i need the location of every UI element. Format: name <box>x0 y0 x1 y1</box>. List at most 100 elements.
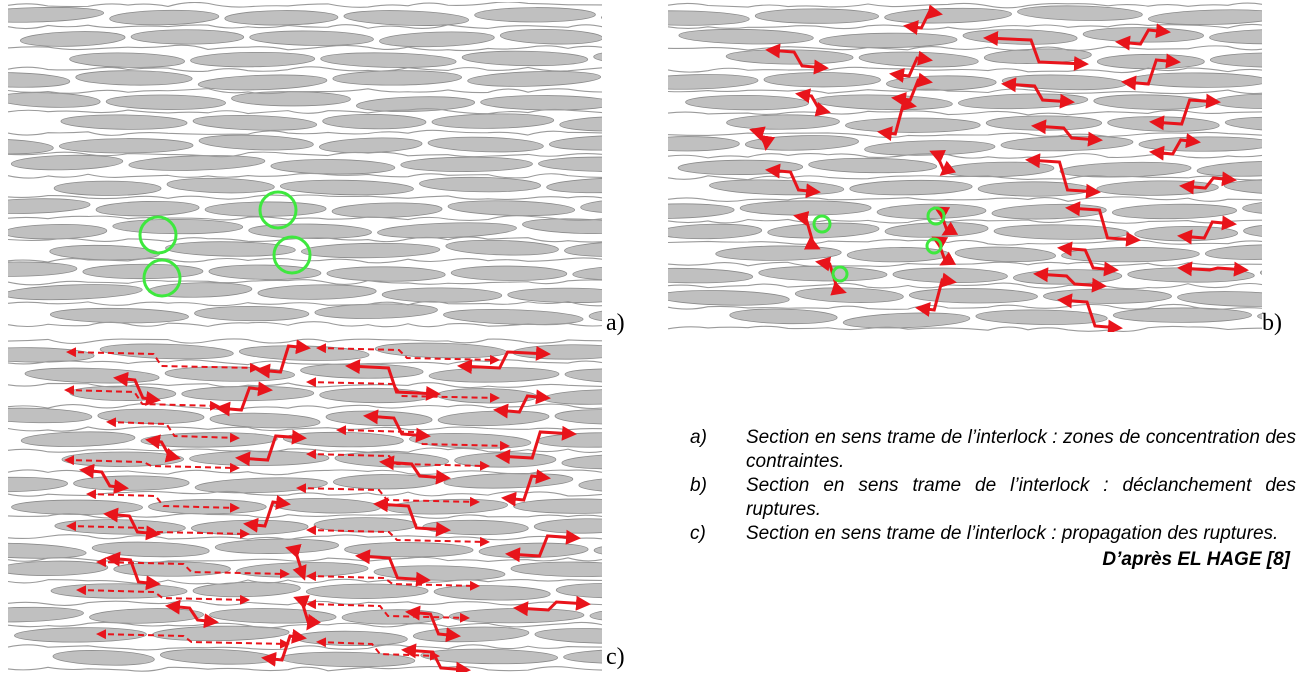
panel-b-label: b) <box>1262 310 1282 336</box>
propagation-path <box>306 599 470 623</box>
weft-yarn <box>445 239 559 256</box>
caption-item-a: a) Section en sens trame de l’interlock … <box>690 426 1296 474</box>
propagation-path <box>106 417 240 443</box>
weft-yarn <box>314 303 438 319</box>
weft-yarn <box>1017 5 1143 21</box>
weft-yarn <box>343 10 470 26</box>
caption-text-b: Section en sens trame de l’interlock : d… <box>746 475 1296 520</box>
warp-yarn-line <box>668 239 1262 246</box>
panel-a-label: a) <box>606 310 625 336</box>
crack-arrow <box>915 272 957 317</box>
weft-yarn <box>554 409 602 425</box>
weft-yarn <box>209 608 337 624</box>
weft-yarn <box>678 28 814 45</box>
weft-yarn <box>224 10 339 26</box>
weft-yarn <box>739 200 872 216</box>
weft-yarn <box>510 561 602 577</box>
weft-yarn <box>808 157 938 174</box>
propagation-path <box>316 343 500 365</box>
weft-yarn <box>53 180 162 196</box>
weft-yarn <box>1209 28 1262 45</box>
crack-arrow <box>1025 153 1101 199</box>
weft-yarn <box>8 6 105 23</box>
panel-b-section-drawing <box>668 2 1262 332</box>
weft-yarn <box>534 628 602 644</box>
crack-arrow <box>1177 215 1237 245</box>
warp-yarn-line <box>8 66 602 73</box>
weft-yarn <box>8 284 143 301</box>
weft-yarn <box>431 113 555 129</box>
weft-yarn <box>908 288 1038 304</box>
crack-arrow <box>501 469 551 507</box>
weft-yarn <box>374 342 508 359</box>
weft-yarn <box>522 218 602 234</box>
crack-arrow <box>1149 93 1221 131</box>
stress-concentration-marker <box>142 258 182 298</box>
weft-yarn <box>190 51 316 68</box>
weft-yarn <box>300 242 441 259</box>
weft-yarn <box>975 309 1108 325</box>
stress-concentration-marker <box>925 237 943 255</box>
weft-yarn <box>876 203 987 219</box>
weft-yarn <box>578 477 602 493</box>
weft-yarn <box>11 499 143 515</box>
crack-arrow <box>1057 293 1123 332</box>
weft-yarn <box>436 388 538 404</box>
weft-yarn <box>331 202 443 218</box>
crack-arrow <box>285 543 307 581</box>
weft-yarn <box>1112 307 1252 323</box>
weft-yarn <box>109 9 220 26</box>
weft-yarn <box>8 542 87 559</box>
weft-yarn <box>685 94 809 111</box>
weft-yarn <box>257 284 377 300</box>
weft-yarn <box>427 136 544 153</box>
weft-yarn <box>332 70 462 86</box>
weft-yarn <box>420 648 558 665</box>
weft-yarn <box>73 475 190 491</box>
weft-yarn <box>563 648 602 664</box>
weft-yarn <box>194 477 328 494</box>
warp-yarn-line <box>8 321 602 328</box>
warp-yarn-line <box>8 88 602 95</box>
weft-yarn <box>668 10 750 26</box>
warp-yarn-line <box>8 600 602 606</box>
weft-yarn <box>377 222 517 239</box>
crack-arrow <box>513 595 591 617</box>
warp-yarn-line <box>8 490 602 497</box>
warp-yarn-line <box>668 282 1262 290</box>
weft-yarn <box>1257 309 1262 325</box>
warp-yarn-line <box>8 644 602 651</box>
crack-arrow <box>1001 77 1075 109</box>
weft-yarn <box>548 134 602 151</box>
crack-arrow <box>793 211 821 250</box>
crack-arrow <box>903 4 943 35</box>
stress-concentration-marker <box>258 190 298 230</box>
warp-yarn-line <box>8 402 602 411</box>
weft-yarn <box>572 264 602 281</box>
panel-c-section-drawing <box>8 338 602 672</box>
warp-yarn-line <box>668 88 1262 95</box>
crack-arrow <box>1179 171 1237 195</box>
stress-concentration-marker <box>272 235 312 275</box>
propagation-path <box>306 377 500 403</box>
warp-yarn-line <box>668 175 1262 181</box>
crack-arrow <box>493 389 551 419</box>
weft-yarn <box>1209 52 1262 68</box>
crack-arrow <box>1149 133 1201 161</box>
warp-yarn-line <box>8 338 602 345</box>
weft-yarn <box>165 241 296 257</box>
warp-yarn-line <box>8 578 602 585</box>
warp-yarn-line <box>8 215 602 221</box>
crack-arrow <box>1065 201 1141 247</box>
weft-yarn <box>326 266 446 282</box>
propagation-path <box>64 455 240 473</box>
weft-yarn <box>8 407 93 424</box>
warp-yarn-line <box>668 2 1262 9</box>
panel-b <box>668 2 1262 332</box>
weft-yarn <box>128 155 266 171</box>
weft-yarn <box>588 307 602 324</box>
weft-yarn <box>8 261 78 277</box>
weft-yarn <box>593 543 602 559</box>
weft-yarn <box>19 31 126 47</box>
weft-yarn <box>507 287 602 303</box>
